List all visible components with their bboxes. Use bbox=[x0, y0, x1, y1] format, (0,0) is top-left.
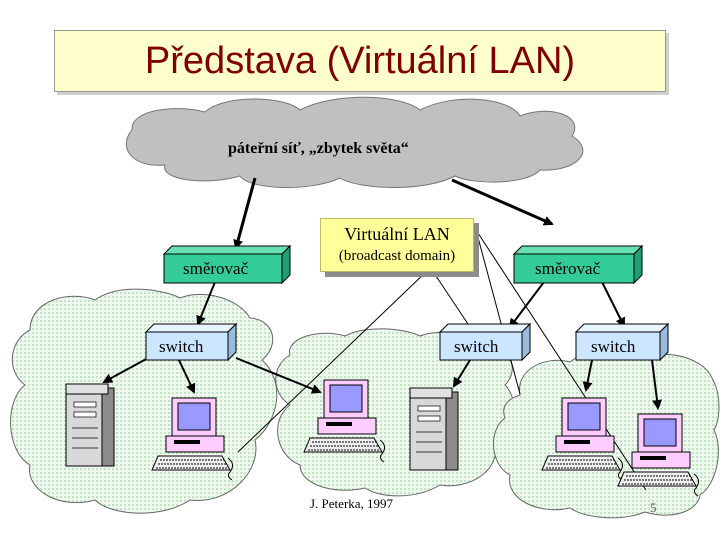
slide-title: Představa (Virtuální LAN) bbox=[144, 39, 576, 82]
server-tower-icon bbox=[65, 383, 115, 467]
vlan-subtitle: (broadcast domain) bbox=[338, 248, 456, 264]
backbone-label: páteřní síť, „zbytek světa“ bbox=[228, 140, 409, 157]
switch-label-middle: switch bbox=[454, 337, 499, 356]
vlan-box: Virtuální LAN (broadcast domain) bbox=[320, 218, 474, 272]
vlan-membership-lines bbox=[237, 229, 647, 491]
switch-box-left bbox=[144, 322, 238, 362]
backbone-cloud bbox=[125, 96, 584, 189]
page-number: 5 bbox=[650, 500, 657, 515]
switch-box-middle bbox=[438, 322, 532, 362]
slide-title-box: Představa (Virtuální LAN) bbox=[54, 30, 666, 92]
footer-author: J. Peterka, 1997 bbox=[310, 496, 394, 511]
lan-cloud-left bbox=[10, 288, 278, 514]
router-label-left: směrovač bbox=[183, 259, 249, 278]
vlan-title: Virtuální LAN bbox=[344, 224, 450, 244]
router-label-right: směrovač bbox=[535, 259, 601, 278]
switch-label-left: switch bbox=[159, 337, 204, 356]
router-right bbox=[512, 244, 644, 285]
switch-label-right: switch bbox=[591, 337, 636, 356]
switch-box-right bbox=[574, 322, 670, 362]
router-left bbox=[162, 244, 292, 285]
server-tower-icon bbox=[409, 387, 459, 471]
